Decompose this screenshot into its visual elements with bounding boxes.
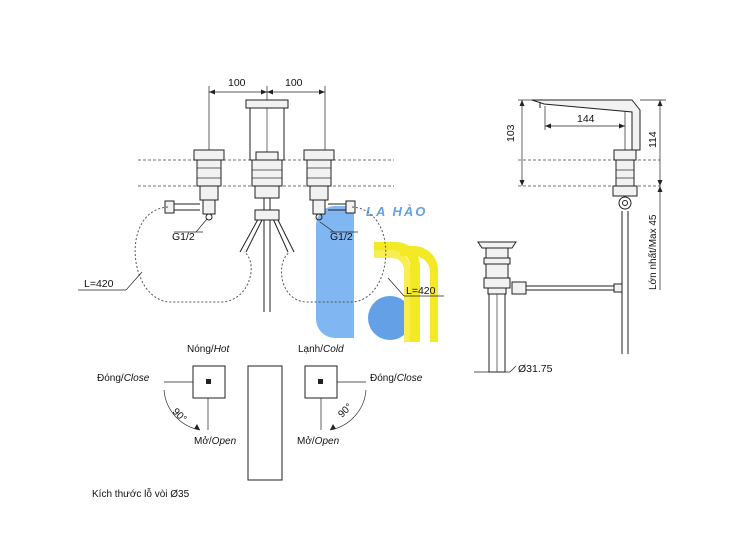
cold-label: Lạnh/Cold — [298, 344, 344, 355]
front-dimensions: 100 100 — [208, 77, 326, 150]
hot-rotation-diagram: Nóng/Hot 90° Đóng/Close Mở/Open — [97, 344, 237, 447]
popup-drain: Ø31.75 — [474, 241, 623, 375]
watermark-logo: LA HÀO — [316, 204, 438, 342]
hot-handle-front — [164, 149, 225, 221]
side-view: 103 144 114 Lớn nhất/Max 45 — [505, 99, 666, 354]
angle-left-label: 90° — [170, 406, 188, 424]
hose-left-label: L=420 — [84, 278, 114, 290]
spout-front — [239, 99, 295, 312]
hot-label: Nóng/Hot — [187, 344, 230, 355]
hose-curves — [134, 206, 387, 303]
open-right-label: Mở/Open — [297, 435, 340, 447]
thread-right-label: G1/2 — [330, 231, 353, 243]
close-left-label: Đóng/Close — [97, 373, 150, 384]
spout-plan-view — [247, 365, 283, 481]
dim-drain-diameter: Ø31.75 — [518, 363, 553, 375]
angle-right-label: 90° — [336, 402, 354, 420]
dim-right-100: 100 — [285, 77, 303, 89]
open-left-label: Mở/Open — [194, 435, 237, 447]
dim-side-reach: 144 — [577, 113, 595, 125]
watermark-text: LA HÀO — [366, 204, 427, 219]
close-right-label: Đóng/Close — [370, 373, 423, 384]
front-labels: G1/2 G1/2 L=420 L=420 — [78, 218, 444, 297]
dim-side-height: 103 — [505, 124, 517, 142]
cold-handle-front — [303, 149, 356, 221]
hose-right-label: L=420 — [406, 285, 436, 297]
cold-rotation-diagram: Lạnh/Cold 90° Đóng/Close Mở/Open — [297, 344, 423, 447]
thread-left-label: G1/2 — [172, 231, 195, 243]
dim-left-100: 100 — [228, 77, 246, 89]
dim-side-right-height: 114 — [647, 131, 659, 148]
dim-side-max: Lớn nhất/Max 45 — [647, 214, 659, 290]
hole-size-note: Kích thước lỗ vòi Ø35 — [92, 487, 190, 500]
